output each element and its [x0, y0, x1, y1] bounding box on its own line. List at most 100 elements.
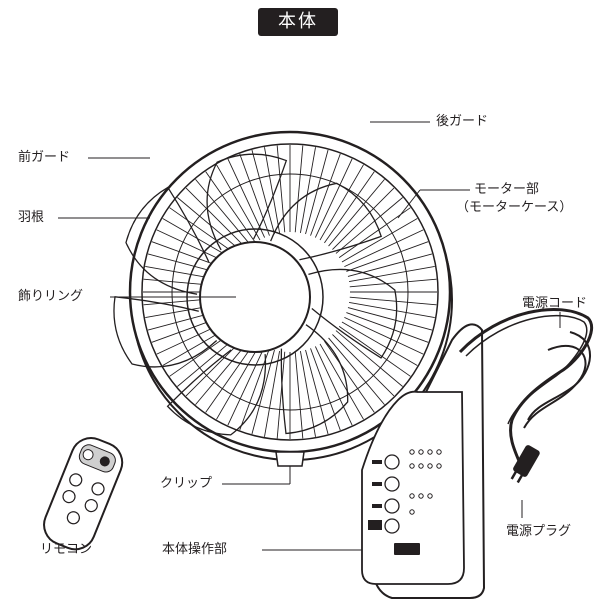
remote-control [43, 437, 124, 551]
guard-spoke [349, 278, 437, 288]
power-plug [510, 445, 540, 484]
fan-blade [125, 186, 210, 295]
guard-spoke [332, 187, 395, 250]
panel-button-label-mark [372, 482, 382, 486]
label-front-guard: 前ガード [18, 150, 71, 165]
guard-spoke [332, 334, 395, 397]
guard-spoke [344, 316, 424, 355]
label-motor-line2: （モーターケース） [456, 200, 573, 215]
guard-spoke [294, 145, 304, 233]
panel-indicator-dots [409, 449, 442, 515]
guard-spoke [346, 312, 429, 343]
guard-spoke [251, 349, 275, 435]
guard-spoke [310, 153, 341, 236]
guard-spoke [319, 343, 364, 420]
indicator-dot [409, 463, 415, 469]
indicator-dot [427, 449, 433, 455]
guard-spoke [328, 337, 385, 405]
guard-spoke [349, 296, 437, 306]
guard-spoke [299, 351, 316, 437]
guard-spoke [349, 266, 435, 283]
guard-spoke [319, 164, 364, 241]
indicator-dot [409, 493, 415, 499]
guard-spoke [264, 147, 281, 233]
panel-button[interactable] [384, 498, 400, 514]
label-cord: 電源コード [522, 296, 588, 311]
fan-blade [270, 182, 383, 261]
guard-spoke [305, 349, 329, 435]
guard-spoke [239, 348, 270, 431]
guard-spoke [335, 330, 403, 387]
guard-spoke [338, 207, 411, 258]
fan-blade [166, 349, 267, 436]
indicator-dot [436, 463, 442, 469]
indicator-dot [418, 493, 424, 499]
label-panel: 本体操作部 [162, 542, 228, 557]
fan-blade [206, 153, 288, 251]
fan-blade [113, 296, 218, 368]
indicator-dot [436, 449, 442, 455]
guard-spoke [227, 346, 266, 426]
control-panel [361, 390, 465, 585]
guard-spoke [195, 179, 252, 247]
guard-spokes [143, 145, 437, 439]
guard-spoke [216, 164, 261, 241]
guard-spoke [264, 351, 281, 437]
label-ring: 飾りリング [18, 289, 84, 304]
label-clip: クリップ [160, 476, 213, 491]
guard-spoke [314, 346, 353, 426]
fan-blades [113, 153, 398, 436]
guard-spoke [227, 158, 266, 238]
panel-button-label-mark [372, 460, 382, 464]
panel-button[interactable] [384, 476, 400, 492]
power-label-block [368, 520, 382, 530]
label-motor-line1: モーター部 [474, 182, 540, 197]
guard-spoke [349, 301, 435, 318]
guard-spoke [294, 351, 304, 439]
panel-button[interactable] [384, 454, 400, 470]
power-cord [458, 307, 594, 477]
guard-spoke [338, 326, 411, 377]
guard-spoke [310, 348, 341, 431]
indicator-dot [409, 449, 415, 455]
guard-spoke [216, 343, 261, 420]
guard-spoke [205, 340, 256, 413]
title-badge: 本体 [258, 8, 338, 36]
guard-spoke [335, 197, 403, 254]
guard-spoke [347, 307, 433, 331]
leader-motor-diag [397, 189, 421, 219]
panel-button-label-mark [372, 504, 382, 508]
guard-spoke [346, 241, 429, 272]
panel-receiver-window [394, 543, 420, 555]
indicator-dot [418, 463, 424, 469]
label-remote: リモコン [40, 542, 93, 557]
guard-spoke [324, 171, 375, 244]
guard-mid-ring [171, 173, 409, 411]
guard-spoke [305, 149, 329, 235]
guard-spoke [251, 149, 275, 235]
label-rear-guard: 後ガード [436, 114, 489, 129]
indicator-dot [427, 463, 433, 469]
guard-spoke [299, 147, 316, 233]
guard-spoke [324, 340, 375, 413]
guard-spoke [341, 218, 418, 263]
guard-spoke [341, 321, 418, 366]
label-blade: 羽根 [18, 210, 45, 225]
guard-spoke [276, 351, 286, 439]
panel-buttons [368, 454, 400, 534]
fan-blade [280, 324, 349, 435]
guard-spoke [239, 153, 270, 236]
guard-spoke [328, 179, 385, 247]
leader-lines [58, 121, 561, 551]
guard-spoke [205, 171, 256, 244]
fan-blade [308, 268, 398, 359]
label-plug: 電源プラグ [506, 524, 572, 539]
clip-part [275, 451, 305, 467]
guard-spoke [344, 229, 424, 268]
guard-spoke [314, 158, 353, 238]
panel-button[interactable] [384, 518, 400, 534]
indicator-dot [418, 449, 424, 455]
indicator-dot [427, 493, 433, 499]
